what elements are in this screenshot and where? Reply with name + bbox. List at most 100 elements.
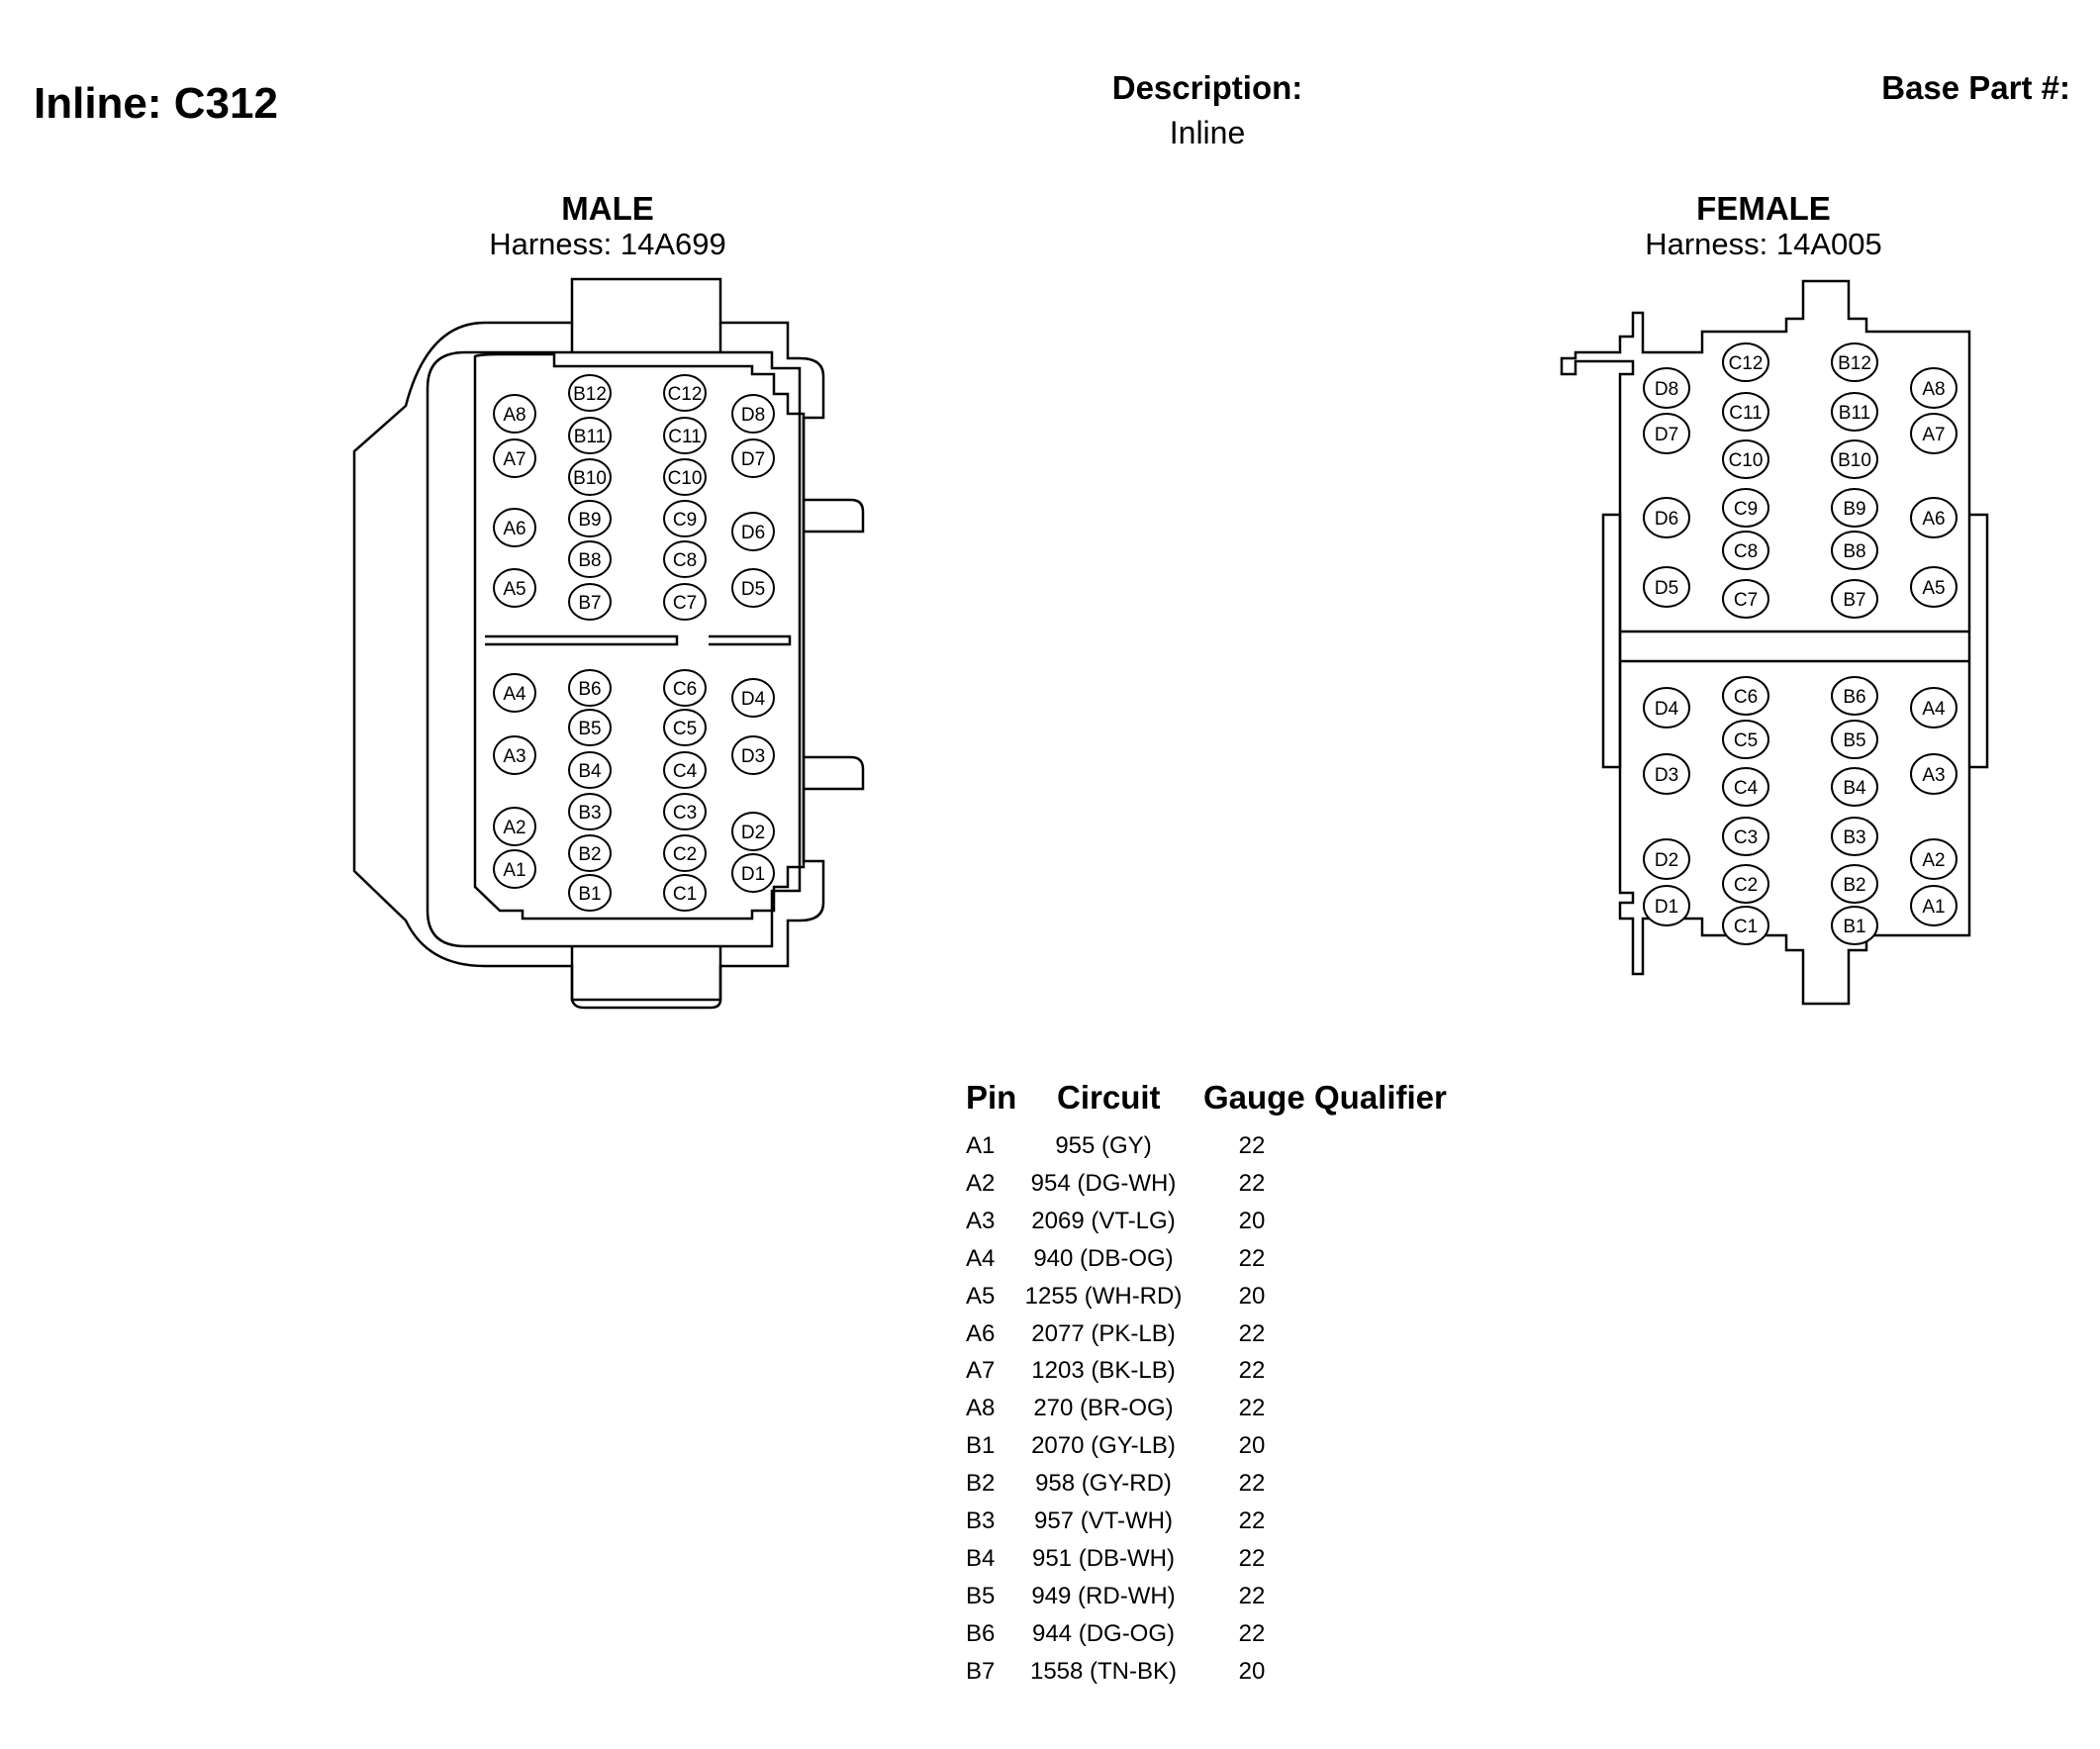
male-pin: C12 (663, 374, 707, 412)
pin-cell: B3 (966, 1507, 996, 1534)
pin-label: C3 (673, 803, 697, 824)
female-pin: D4 (1643, 687, 1690, 729)
pin-label: C5 (673, 719, 697, 739)
pin-label: A2 (1922, 850, 1945, 871)
pin-label: D6 (741, 523, 765, 543)
pin-cavity (493, 673, 536, 713)
pin-label: B1 (1843, 917, 1865, 937)
pin-label: B10 (1838, 450, 1871, 471)
female-pin: A8 (1910, 367, 1957, 409)
pin-cavity (1831, 392, 1878, 432)
pin-label: C12 (668, 384, 703, 405)
male-pin: A5 (493, 568, 536, 608)
female-pin: B2 (1831, 864, 1878, 904)
male-pin: A8 (493, 394, 536, 434)
circuit-cell: 1203 (BK-LB) (1031, 1357, 1176, 1385)
male-pin: C2 (663, 834, 707, 872)
pin-cavity (568, 374, 612, 412)
pin-cavity (568, 709, 612, 746)
female-pin: A6 (1910, 497, 1957, 538)
table-row: A7 1203 (BK-LB) 22 (950, 1357, 1445, 1394)
pin-cavity (1831, 906, 1878, 945)
female-pin: C5 (1722, 720, 1769, 759)
pin-cavity (568, 751, 612, 789)
pin-cell: B2 (966, 1470, 996, 1498)
gauge-cell: 22 (1238, 1244, 1266, 1272)
pin-cell: B5 (966, 1582, 996, 1609)
male-pin: D8 (731, 394, 775, 434)
pin-label: C1 (673, 884, 697, 905)
pin-cell: A7 (966, 1357, 996, 1385)
pin-cell: A6 (966, 1319, 996, 1347)
pin-label: A1 (1922, 897, 1945, 918)
pin-label: B3 (1843, 827, 1865, 848)
pin-label: C10 (1729, 450, 1764, 471)
pin-label: B9 (1843, 499, 1865, 520)
female-pin: B1 (1831, 906, 1878, 945)
male-pin: B7 (568, 583, 612, 621)
pin-cavity (663, 374, 707, 412)
pin-label: A8 (1922, 379, 1945, 400)
pin-cavity (731, 812, 775, 851)
pin-cavity (568, 583, 612, 621)
male-pin: D1 (731, 853, 775, 893)
pin-cell: A8 (966, 1395, 996, 1422)
pin-cavity (1831, 488, 1878, 528)
circuit-cell: 270 (BR-OG) (1033, 1395, 1174, 1422)
pin-label: A1 (503, 860, 525, 881)
pin-label: C11 (668, 427, 701, 447)
female-pin: C3 (1722, 817, 1769, 856)
male-pin: D6 (731, 512, 775, 551)
pin-cavity (1831, 342, 1878, 382)
pin-cavity (1910, 497, 1957, 538)
pin-cavity (1643, 367, 1690, 409)
male-pin: A3 (493, 735, 536, 775)
pin-label: C5 (1734, 730, 1758, 751)
pin-cavity (1643, 753, 1690, 795)
pin-label: A4 (1922, 699, 1946, 720)
pin-cavity (568, 874, 612, 912)
male-pin: C8 (663, 540, 707, 578)
female-pin: B7 (1831, 579, 1878, 619)
male-pin: C1 (663, 874, 707, 912)
pin-label: B5 (1843, 730, 1865, 751)
pin-label: B1 (578, 884, 601, 905)
description-value: Inline (1169, 115, 1246, 150)
pin-label: B7 (1843, 590, 1865, 611)
pin-cavity (663, 834, 707, 872)
gauge-cell: 22 (1238, 1507, 1266, 1534)
circuit-cell: 958 (GY-RD) (1035, 1470, 1172, 1498)
circuit-cell: 957 (VT-WH) (1033, 1507, 1173, 1534)
pin-label: C7 (1734, 590, 1758, 611)
pin-cavity (1643, 687, 1690, 729)
male-pin: C6 (663, 669, 707, 707)
gauge-cell: 20 (1238, 1282, 1266, 1310)
pin-label: B2 (578, 844, 601, 865)
pin-cell: B4 (966, 1544, 996, 1572)
pin-label: C11 (1729, 403, 1762, 424)
pin-label: B6 (1843, 687, 1865, 708)
gauge-cell: 22 (1238, 1169, 1266, 1197)
male-connector-body (352, 277, 865, 1010)
pin-label: C1 (1734, 917, 1758, 937)
circuit-cell: 1255 (WH-RD) (1024, 1282, 1183, 1310)
gauge-cell: 22 (1238, 1395, 1266, 1422)
pin-label: D2 (1655, 850, 1678, 871)
pin-label: B5 (578, 719, 601, 739)
circuit-cell: 2069 (VT-LG) (1031, 1207, 1176, 1234)
pin-label: B10 (573, 468, 607, 489)
pin-cavity (568, 458, 612, 496)
pin-cavity (663, 458, 707, 496)
female-connector-body (1560, 279, 1989, 1006)
pin-label: D7 (741, 449, 765, 470)
male-pin: D7 (731, 438, 775, 478)
pin-cavity (1910, 885, 1957, 926)
gauge-cell: 22 (1238, 1357, 1266, 1385)
pin-cavity (663, 417, 707, 454)
